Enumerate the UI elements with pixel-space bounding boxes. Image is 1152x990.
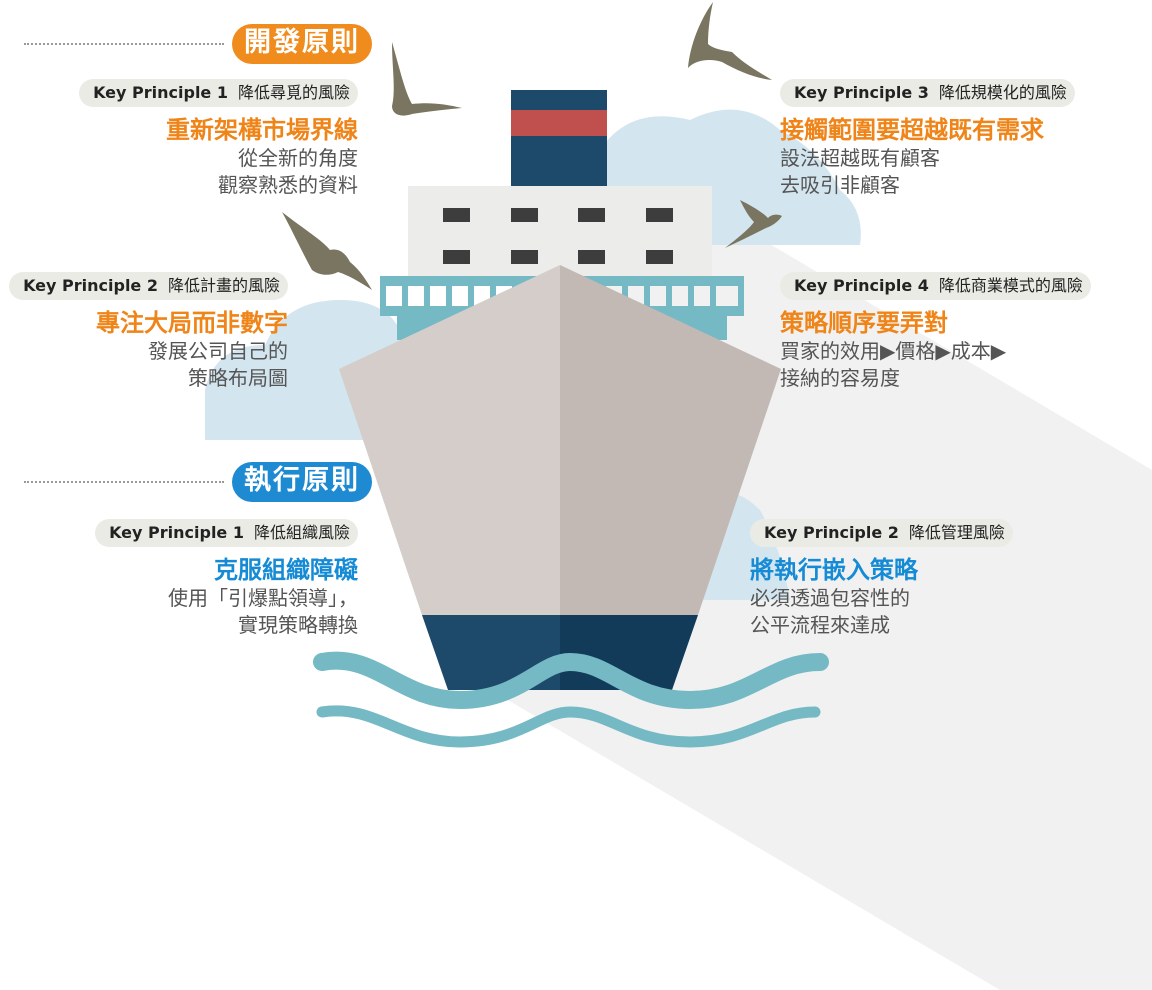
principle-dev-1: Key Principle 1 降低尋覓的風險 重新架構市場界線 從全新的角度 觀… bbox=[18, 79, 358, 199]
bird-1 bbox=[392, 42, 462, 116]
principle-dev-3: Key Principle 3 降低規模化的風險 接觸範圍要超越既有需求 設法超越… bbox=[780, 79, 1120, 199]
kp-badge: Key Principle 2 降低管理風險 bbox=[750, 519, 1013, 547]
kp-risk: 降低管理風險 bbox=[908, 523, 1005, 542]
principle-headline: 克服組織障礙 bbox=[214, 556, 358, 584]
kp-risk: 降低商業模式的風險 bbox=[938, 276, 1083, 295]
principle-desc-line-1: 使用「引爆點領導」， bbox=[168, 586, 358, 610]
section-development-label: 開發原則 bbox=[232, 24, 372, 64]
principle-headline: 接觸範圍要超越既有需求 bbox=[780, 116, 1044, 144]
kp-number: Key Principle 2 bbox=[23, 276, 158, 295]
principle-desc-line-1: 從全新的角度 bbox=[238, 146, 358, 170]
kp-number: Key Principle 4 bbox=[794, 276, 929, 295]
kp-risk: 降低計畫的風險 bbox=[167, 276, 280, 295]
kp-badge: Key Principle 1 降低尋覓的風險 bbox=[79, 79, 358, 107]
kp-badge: Key Principle 1 降低組織風險 bbox=[95, 519, 358, 547]
kp-number: Key Principle 1 bbox=[93, 83, 228, 102]
principle-headline: 將執行嵌入策略 bbox=[750, 556, 918, 584]
dotted-leader bbox=[24, 481, 224, 483]
hull-right bbox=[560, 265, 781, 615]
principle-desc-line-2: 接納的容易度 bbox=[780, 366, 900, 390]
principle-dev-4: Key Principle 4 降低商業模式的風險 策略順序要弄對 買家的效用▶價… bbox=[780, 272, 1120, 392]
principle-headline: 專注大局而非數字 bbox=[96, 309, 288, 337]
hull-left bbox=[339, 265, 560, 615]
funnel bbox=[511, 90, 607, 188]
kp-risk: 降低規模化的風險 bbox=[938, 83, 1067, 102]
funnel-stripe bbox=[511, 110, 607, 136]
kp-risk: 降低組織風險 bbox=[253, 523, 350, 542]
principle-desc-line-2: 觀察熟悉的資料 bbox=[218, 173, 358, 197]
principle-desc-line-2: 去吸引非顧客 bbox=[780, 173, 900, 197]
dotted-leader bbox=[24, 43, 224, 45]
principle-desc-line-2: 策略布局圖 bbox=[188, 366, 288, 390]
principle-desc-line-2: 實現策略轉換 bbox=[238, 613, 358, 637]
section-execution: 執行原則 bbox=[24, 462, 372, 502]
section-development: 開發原則 bbox=[24, 24, 372, 64]
principle-headline: 策略順序要弄對 bbox=[780, 309, 948, 337]
principle-desc-line-1: 買家的效用▶價格▶成本▶ bbox=[780, 339, 1007, 363]
cabin-windows bbox=[443, 208, 673, 264]
wave-lower bbox=[316, 705, 821, 748]
bird-3 bbox=[282, 212, 372, 290]
wave-upper bbox=[313, 651, 829, 710]
principle-desc-line-1: 設法超越既有顧客 bbox=[780, 146, 940, 170]
principle-desc-line-1: 必須透過包容性的 bbox=[750, 586, 910, 610]
principle-desc-line-1: 發展公司自己的 bbox=[148, 339, 288, 363]
kp-number: Key Principle 2 bbox=[764, 523, 899, 542]
kp-number: Key Principle 1 bbox=[109, 523, 244, 542]
kp-badge: Key Principle 2 降低計畫的風險 bbox=[9, 272, 288, 300]
principle-headline: 重新架構市場界線 bbox=[166, 116, 358, 144]
kp-badge: Key Principle 3 降低規模化的風險 bbox=[780, 79, 1075, 107]
kp-number: Key Principle 3 bbox=[794, 83, 929, 102]
principle-exe-2: Key Principle 2 降低管理風險 將執行嵌入策略 必須透過包容性的 公… bbox=[750, 519, 1090, 639]
principle-desc-line-2: 公平流程來達成 bbox=[750, 613, 890, 637]
cabin bbox=[408, 186, 712, 278]
kp-badge: Key Principle 4 降低商業模式的風險 bbox=[780, 272, 1091, 300]
bird-4 bbox=[725, 200, 782, 248]
kp-risk: 降低尋覓的風險 bbox=[237, 83, 350, 102]
bird-2 bbox=[688, 2, 772, 80]
section-execution-label: 執行原則 bbox=[232, 462, 372, 502]
